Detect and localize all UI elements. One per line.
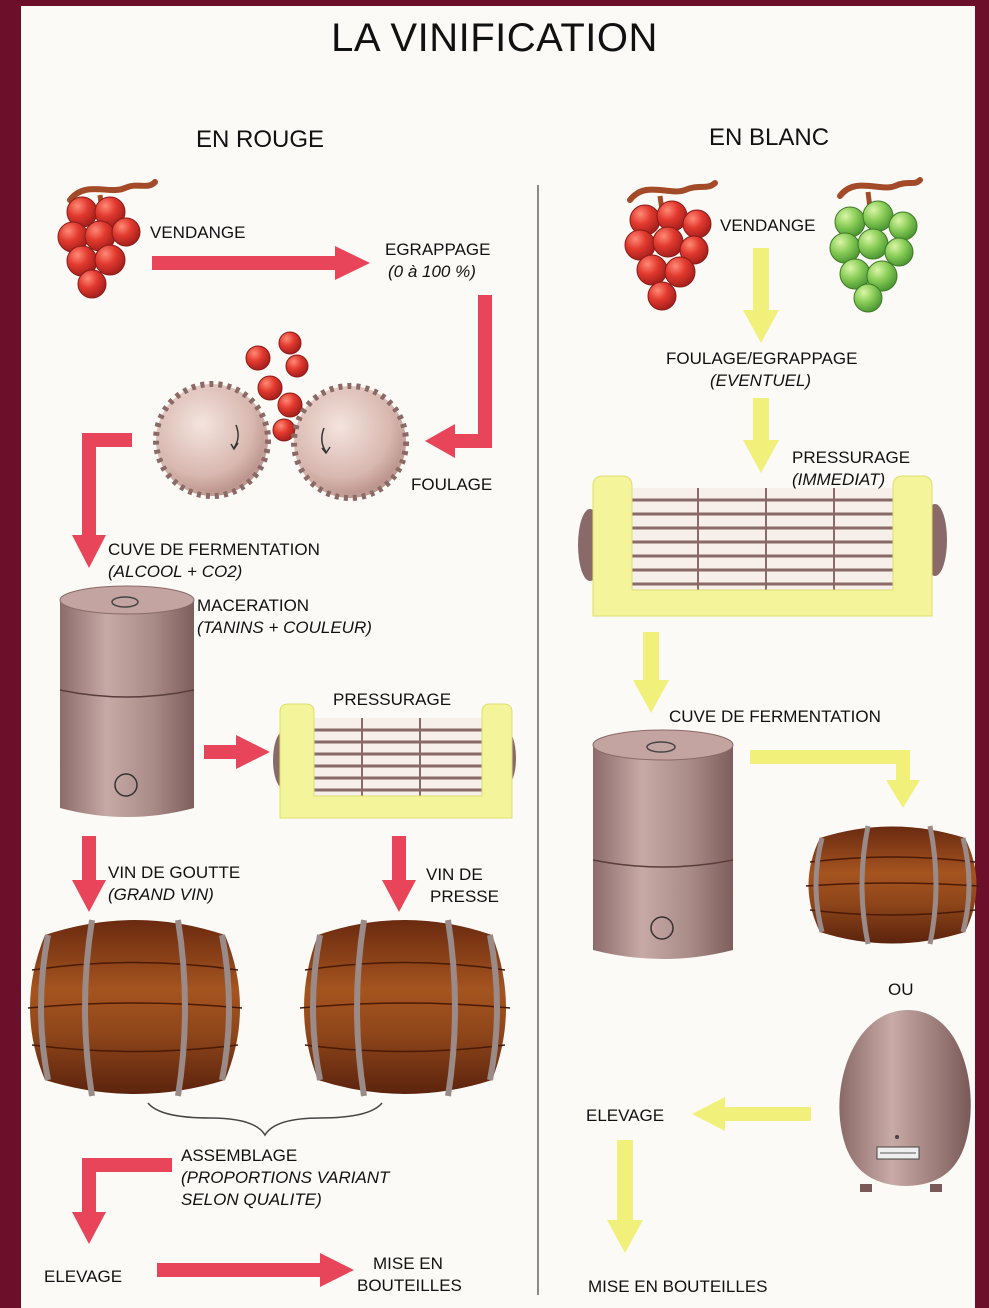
label-rouge-cuve: CUVE DE FERMENTATION (108, 539, 320, 560)
label-blanc-foulage-note: (EVENTUEL) (710, 370, 811, 391)
blanc-barrel-icon (806, 826, 979, 944)
red-press-icon (273, 704, 516, 818)
label-blanc-mise: MISE EN BOUTEILLES (588, 1276, 768, 1297)
label-rouge-maceration-note: (TANINS + COULEUR) (197, 617, 372, 638)
yellow-arrow-to-barrel (750, 750, 920, 808)
heading-rouge: EN ROUGE (196, 126, 324, 154)
barrel-grand-vin-icon (28, 920, 242, 1096)
label-rouge-mise-1: MISE EN (373, 1253, 443, 1274)
heading-blanc: EN BLANC (709, 124, 829, 152)
label-rouge-elevage: ELEVAGE (44, 1266, 122, 1287)
label-vin-de-presse-2: PRESSE (430, 886, 499, 907)
red-grape-bunch-icon (58, 182, 155, 298)
red-arrow-vin-presse (382, 836, 416, 912)
blanc-egg-tank-icon (839, 1010, 970, 1192)
blanc-fermentation-tank-icon (593, 730, 733, 959)
yellow-arrow-to-elevage (692, 1097, 811, 1131)
label-vin-de-presse-1: VIN DE (426, 864, 483, 885)
label-blanc-vendange: VENDANGE (720, 215, 815, 236)
barrel-vin-de-presse-icon (300, 920, 510, 1096)
label-rouge-maceration: MACERATION (197, 595, 309, 616)
label-rouge-pressurage: PRESSURAGE (333, 689, 451, 710)
red-arrow-to-mise (157, 1253, 354, 1287)
yellow-arrow-to-pressurage (743, 398, 779, 473)
label-assemblage-note-2: SELON QUALITE) (181, 1189, 322, 1210)
red-arrow-vendange (152, 246, 370, 280)
label-assemblage: ASSEMBLAGE (181, 1145, 297, 1166)
yellow-arrow-to-cuve (633, 632, 669, 713)
label-assemblage-note-1: (PROPORTIONS VARIANT (181, 1167, 389, 1188)
assemblage-brace (148, 1103, 382, 1135)
label-rouge-egrappage: EGRAPPAGE (385, 239, 491, 260)
blanc-white-grape-bunch-icon (830, 180, 920, 312)
blanc-press-icon (578, 476, 947, 616)
label-rouge-mise-2: BOUTEILLES (357, 1275, 462, 1296)
label-vin-de-goutte: VIN DE GOUTTE (108, 862, 240, 883)
yellow-arrow-to-mise (607, 1140, 643, 1253)
page-title: LA VINIFICATION (0, 16, 989, 60)
blanc-red-grape-bunch-icon (625, 183, 715, 310)
label-rouge-cuve-note: (ALCOOL + CO2) (108, 561, 242, 582)
label-blanc-pressurage: PRESSURAGE (792, 447, 910, 468)
yellow-arrow-to-foulage (743, 248, 779, 343)
label-rouge-foulage: FOULAGE (411, 474, 492, 495)
label-rouge-vendange: VENDANGE (150, 222, 245, 243)
label-blanc-pressurage-note: (IMMEDIAT) (792, 469, 885, 490)
label-blanc-ou: OU (888, 979, 914, 1000)
red-arrow-vin-goutte (72, 836, 106, 912)
label-blanc-elevage: ELEVAGE (586, 1105, 664, 1126)
label-blanc-cuve: CUVE DE FERMENTATION (669, 706, 881, 727)
red-arrow-egrappage (425, 295, 492, 458)
red-arrow-to-press (204, 735, 270, 769)
label-vin-de-goutte-note: (GRAND VIN) (108, 884, 214, 905)
label-blanc-foulage: FOULAGE/EGRAPPAGE (666, 348, 857, 369)
red-arrow-to-elevage (72, 1158, 172, 1244)
label-rouge-egrappage-note: (0 à 100 %) (388, 261, 476, 282)
red-fermentation-tank-icon (60, 586, 194, 817)
